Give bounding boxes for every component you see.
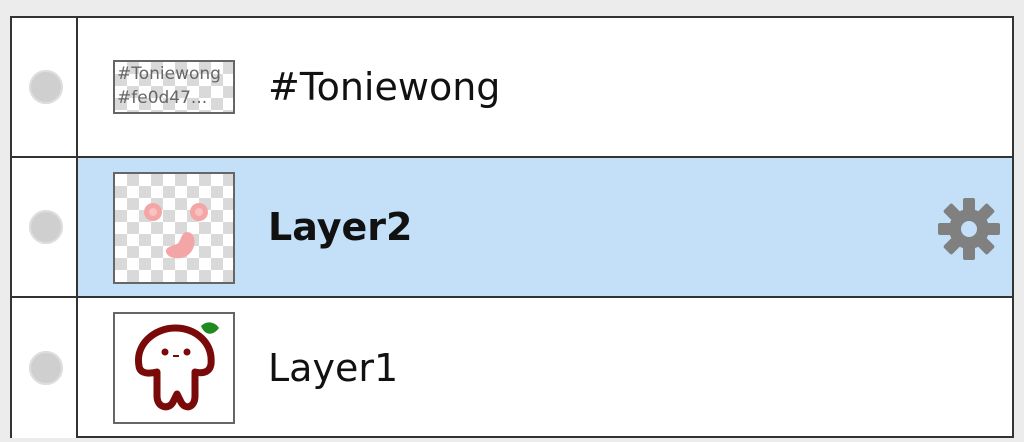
layers-panel: #Toniewong #fe0d47... #Toniewong Layer2 [10, 16, 1014, 438]
layer-name: Layer2 [268, 205, 413, 249]
visibility-cell[interactable] [12, 158, 78, 296]
visibility-cell[interactable] [12, 18, 78, 156]
visibility-toggle-icon[interactable] [29, 210, 63, 244]
visibility-cell[interactable] [12, 298, 78, 438]
mushroom-thumbnail-icon [135, 322, 219, 411]
thumbnail-text-line1: #Toniewong [117, 64, 221, 84]
layer-row-layer2[interactable]: Layer2 [12, 158, 1012, 298]
layer-row-layer1[interactable]: Layer1 [12, 298, 1012, 438]
blush-face-thumbnail-icon [144, 203, 208, 259]
layer-thumbnail [113, 172, 235, 284]
gear-icon[interactable] [936, 196, 1002, 262]
layer-content[interactable]: Layer2 [78, 158, 1012, 296]
layer-thumbnail: #Toniewong #fe0d47... [113, 60, 235, 114]
layer-row-toniewong[interactable]: #Toniewong #fe0d47... #Toniewong [12, 18, 1012, 158]
layer-content[interactable]: Layer1 [78, 298, 1012, 438]
layer-name: Layer1 [268, 346, 399, 390]
visibility-toggle-icon[interactable] [29, 70, 63, 104]
thumbnail-text-line2: #fe0d47... [117, 88, 208, 108]
visibility-toggle-icon[interactable] [29, 351, 63, 385]
layer-thumbnail [113, 312, 235, 424]
layer-name: #Toniewong [268, 65, 501, 109]
layer-content[interactable]: #Toniewong #fe0d47... #Toniewong [78, 18, 1012, 156]
